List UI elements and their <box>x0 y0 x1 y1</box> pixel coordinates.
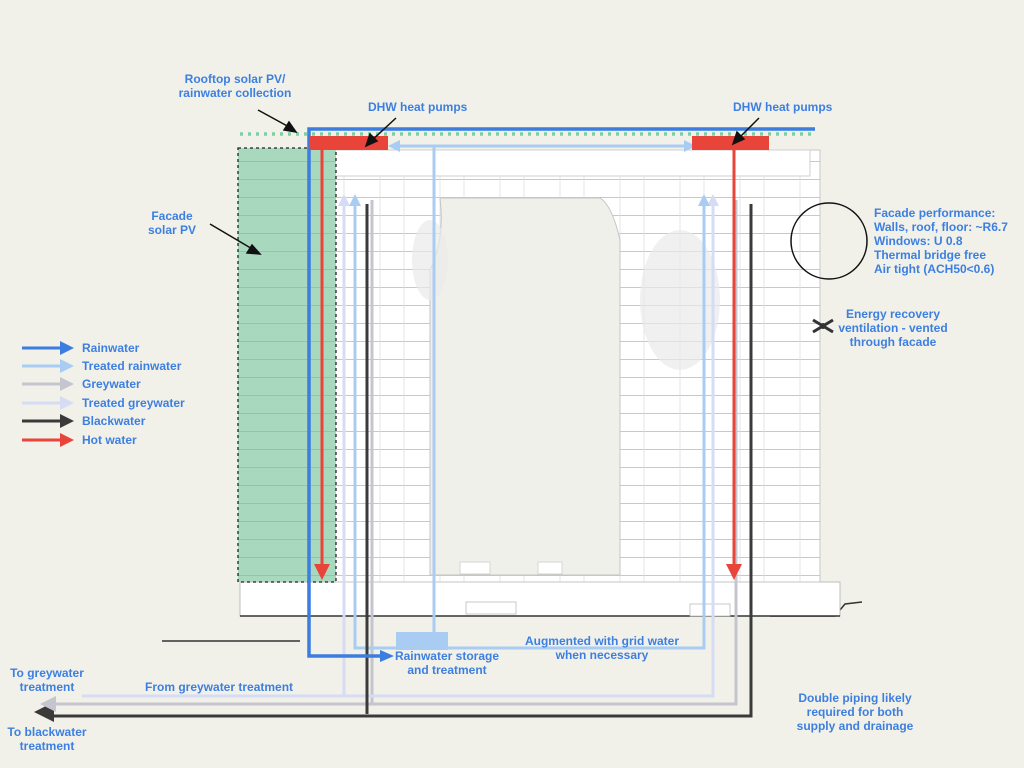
rainwater-storage-label: Rainwater storage and treatment <box>394 649 500 677</box>
facade-solar-pv <box>237 147 337 583</box>
blackwater-pipe-right <box>48 204 753 718</box>
facade-pv-label: Facade solar PV <box>147 209 197 237</box>
legend-arrow-icon <box>22 377 74 391</box>
pointer-rooftop <box>257 109 292 129</box>
dhw-heat-pump-left <box>310 136 388 150</box>
facade-performance-label: Facade performance: Walls, roof, floor: … <box>874 206 1008 276</box>
ventilation-fan-icon <box>812 318 834 334</box>
dhw-heat-pumps-label-left: DHW heat pumps <box>368 100 468 114</box>
from-greywater-label: From greywater treatment <box>145 680 294 694</box>
greywater-pipe-right <box>372 200 738 706</box>
legend-arrow-icon <box>22 433 74 447</box>
treated-greywater-right <box>344 200 715 698</box>
to-blackwater-label: To blackwater treatment <box>7 725 87 753</box>
rainwater-pipe <box>307 127 815 658</box>
treated-rainwater-right <box>420 200 706 650</box>
augmented-grid-label: Augmented with grid water when necessary <box>524 634 679 662</box>
to-greywater-label: To greywater treatment <box>10 666 84 694</box>
rooftop-pv-label: Rooftop solar PV/ rainwater collection <box>178 72 292 100</box>
central-void <box>429 197 621 576</box>
pointer-facade-pv <box>209 223 255 251</box>
dhw-heat-pumps-label-right: DHW heat pumps <box>733 100 833 114</box>
legend-arrow-icon <box>22 396 74 410</box>
rainwater-storage-tank <box>396 632 448 650</box>
facade-performance-callout <box>790 202 868 280</box>
legend-arrow-icon <box>22 341 74 355</box>
podium <box>239 581 841 617</box>
legend-arrow-icon <box>22 414 74 428</box>
erv-label: Energy recovery ventilation - vented thr… <box>838 307 948 349</box>
building-crown <box>309 149 811 177</box>
legend-arrow-icon <box>22 359 74 373</box>
dhw-heat-pump-right <box>692 136 769 150</box>
double-piping-label: Double piping likely required for both s… <box>796 691 914 733</box>
